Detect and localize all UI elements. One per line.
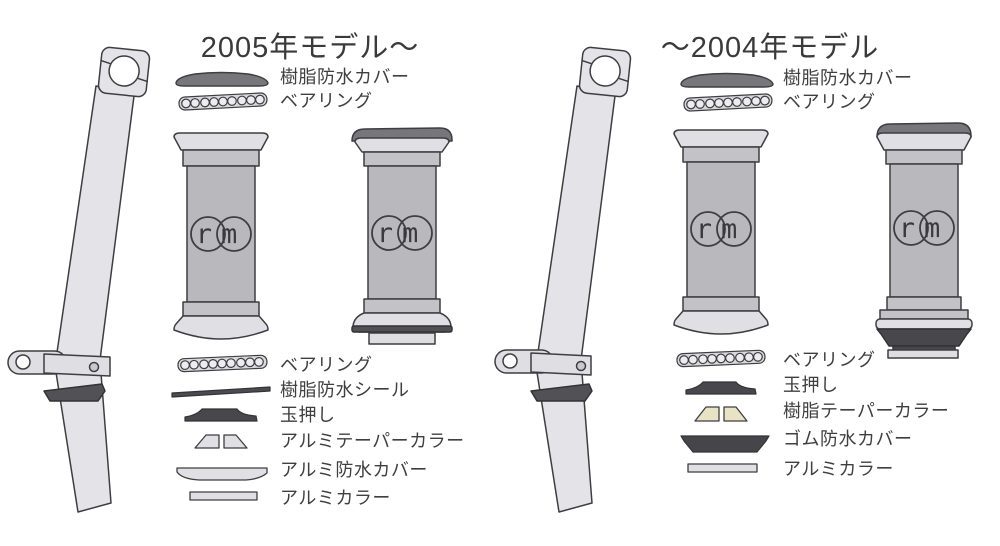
fork-clamp xyxy=(97,46,151,98)
rm-logo xyxy=(371,215,433,251)
label-left-alum-cover: アルミ防水カバー xyxy=(280,460,428,480)
label-right-top-resin-cover: 樹脂防水カバー xyxy=(783,68,913,88)
part-shape-cone-right xyxy=(685,381,757,395)
headtube-top-collar xyxy=(363,151,441,167)
headtube-bottom-step xyxy=(879,309,969,320)
installed-flare-band xyxy=(875,318,973,330)
part-shape-bearing-top-left xyxy=(178,92,268,111)
label-right-resin-taper-collar: 樹脂テーパーカラー xyxy=(783,401,950,421)
label-left-bottom-bearing: ベアリング xyxy=(280,355,373,375)
fork-left xyxy=(7,46,151,513)
headtube-top-collar xyxy=(885,149,963,165)
part-shape-alum-cover-left xyxy=(176,467,268,481)
linkage-pivot-hole xyxy=(15,354,31,370)
label-right-bottom-bearing: ベアリング xyxy=(783,350,876,370)
fork-right xyxy=(494,46,632,513)
headtube-top-collar xyxy=(182,149,260,167)
headtube-top-cap xyxy=(354,137,450,153)
fork-beam xyxy=(535,85,616,513)
rm-logo xyxy=(690,211,752,247)
part-shape-resin-cover-right xyxy=(680,72,774,88)
headtube-top-collar xyxy=(682,146,760,163)
label-left-cone: 玉押し xyxy=(280,405,336,425)
label-right-rubber-cover: ゴム防水カバー xyxy=(783,429,913,449)
linkage-bolt xyxy=(575,360,587,372)
rm-logo xyxy=(190,216,252,252)
part-shape-cone-left xyxy=(184,408,258,422)
part-shape-resin-taper-collar-right xyxy=(694,406,748,422)
headtube-body xyxy=(186,165,256,303)
headtube-base-flare xyxy=(673,310,769,335)
label-left-top-resin-cover: 樹脂防水カバー xyxy=(280,67,410,87)
label-left-alum-taper-collar: アルミテーパーカラー xyxy=(280,431,465,451)
label-right-alum-collar: アルミカラー xyxy=(783,459,894,479)
headtube-bare-left: rm xyxy=(173,132,269,340)
headtube-bottom-collar xyxy=(886,296,962,311)
headtube-top-cap xyxy=(173,132,269,151)
headtube-body xyxy=(889,163,959,298)
clamp-hole xyxy=(589,55,621,87)
rm-logo xyxy=(893,210,955,246)
linkage-pivot-hole xyxy=(502,353,518,369)
fork-clamp xyxy=(578,46,632,98)
rm-logo-text: rm xyxy=(377,218,428,249)
label-left-alum-collar: アルミカラー xyxy=(280,488,391,508)
installed-rubber-cover xyxy=(876,328,972,347)
rm-logo-text: rm xyxy=(696,214,747,245)
part-shape-alum-collar-left xyxy=(189,491,258,501)
headtube-top-cap xyxy=(876,132,972,151)
part-shape-bearing-top-right xyxy=(683,93,773,112)
label-right-cone: 玉押し xyxy=(783,375,839,395)
part-shape-bearing-bottom-left xyxy=(177,354,268,373)
headtube-base-flare xyxy=(173,315,269,340)
part-shape-bearing-bottom-right xyxy=(676,349,766,368)
fork-linkage-arm xyxy=(494,349,592,376)
installed-alum-collar xyxy=(887,349,959,359)
title-2004-model: ～2004年モデル xyxy=(660,32,880,64)
rm-logo-text: rm xyxy=(196,219,247,250)
installed-alum-collar xyxy=(368,332,436,345)
fork-seal-band xyxy=(43,383,106,402)
linkage-bolt xyxy=(88,361,100,373)
headtube-body xyxy=(367,165,437,300)
headtube-bottom-collar xyxy=(182,301,260,317)
part-shape-alum-collar-right xyxy=(687,463,758,473)
headtube-assembled-left: rm xyxy=(351,127,453,345)
part-shape-resin-cover-left xyxy=(175,71,269,87)
headtube-bare-right: rm xyxy=(673,129,769,335)
fork-seal-band xyxy=(530,383,593,402)
label-right-top-bearing: ベアリング xyxy=(783,92,876,112)
title-2005-model: 2005年モデル～ xyxy=(200,32,420,64)
fork-beam xyxy=(54,85,135,513)
headtube-top-cap xyxy=(673,129,769,148)
headtube-bottom-collar xyxy=(682,296,760,312)
headtube-assembled-right: rm xyxy=(875,122,973,359)
part-shape-resin-seal-left xyxy=(171,386,271,398)
installed-resin-seal xyxy=(351,325,453,333)
clamp-hole xyxy=(108,55,140,87)
fork-linkage-arm xyxy=(7,350,111,377)
part-shape-rubber-cover-right xyxy=(680,435,770,453)
label-left-top-bearing: ベアリング xyxy=(280,91,373,111)
headtube-bottom-collar xyxy=(363,298,441,314)
label-left-resin-seal: 樹脂防水シール xyxy=(280,380,410,400)
part-shape-alum-taper-collar-left xyxy=(194,434,248,449)
rm-logo-text: rm xyxy=(899,213,950,244)
